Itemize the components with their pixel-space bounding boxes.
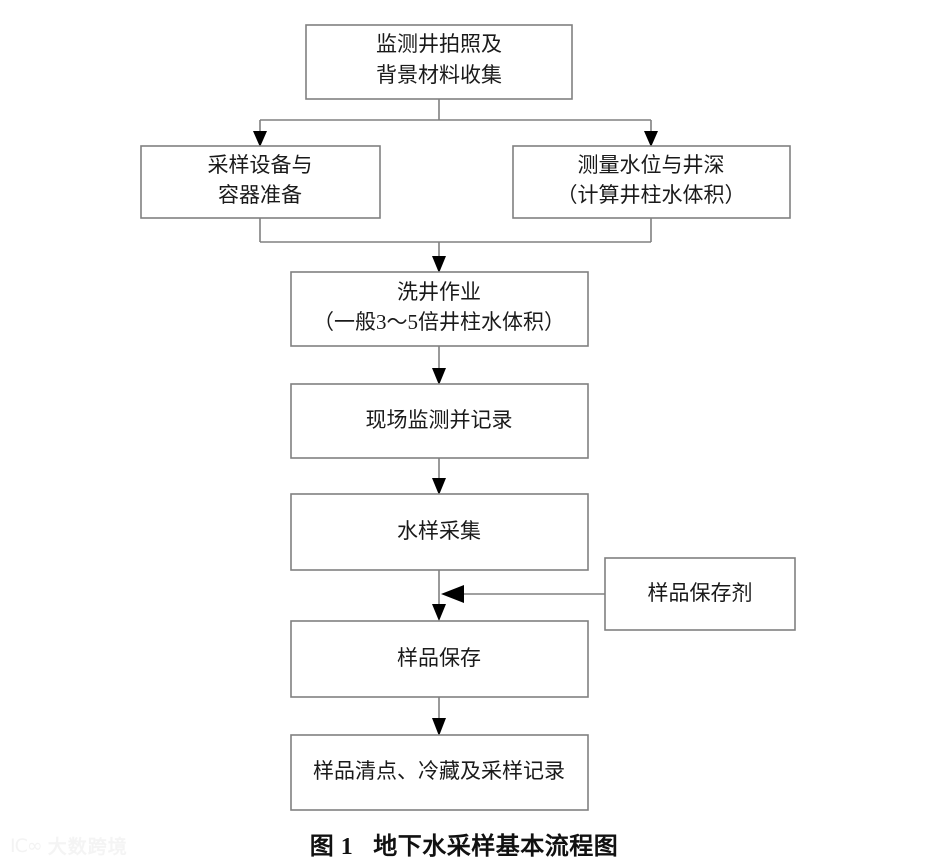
node-label-line1: 样品清点、冷藏及采样记录 bbox=[313, 759, 565, 783]
node-box bbox=[305, 24, 573, 100]
figure-caption: 图 1 地下水采样基本流程图 bbox=[0, 826, 928, 861]
node-label-line2: 背景材料收集 bbox=[376, 63, 502, 87]
arrowhead-to-n4 bbox=[432, 256, 446, 273]
node-label-line1: 水样采集 bbox=[397, 519, 481, 543]
node-label-line2: （计算井柱水体积） bbox=[557, 183, 746, 207]
node-box bbox=[290, 383, 589, 459]
node-label-line1: 样品保存剂 bbox=[648, 581, 753, 605]
node-field-monitoring-record[interactable]: 现场监测并记录 bbox=[290, 383, 589, 459]
node-box bbox=[512, 145, 791, 219]
node-box bbox=[290, 620, 589, 698]
connector-layer bbox=[253, 99, 658, 736]
arrowhead-to-n2 bbox=[253, 131, 267, 147]
arrowhead-to-n6 bbox=[432, 478, 446, 495]
node-label-line1: 现场监测并记录 bbox=[366, 408, 513, 432]
node-sample-preservative[interactable]: 样品保存剂 bbox=[604, 557, 796, 631]
node-water-sample-collection[interactable]: 水样采集 bbox=[290, 493, 589, 571]
node-sampling-equipment-prep[interactable]: 采样设备与 容器准备 bbox=[140, 145, 381, 219]
node-measure-water-level-depth[interactable]: 测量水位与井深 （计算井柱水体积） bbox=[512, 145, 791, 219]
arrowhead-to-n8 bbox=[432, 604, 446, 621]
figure-caption-label: 图 1 bbox=[309, 834, 354, 860]
node-well-purging[interactable]: 洗井作业 （一般3〜5倍井柱水体积） bbox=[290, 271, 589, 347]
node-box bbox=[604, 557, 796, 631]
arrowhead-to-n3 bbox=[644, 131, 658, 147]
node-sample-inventory-refrigeration-record[interactable]: 样品清点、冷藏及采样记录 bbox=[290, 734, 589, 811]
node-label-line1: 测量水位与井深 bbox=[578, 153, 725, 177]
node-label-line1: 监测井拍照及 bbox=[376, 32, 502, 56]
figure-caption-title: 地下水采样基本流程图 bbox=[373, 834, 619, 860]
arrowhead-to-n5 bbox=[432, 368, 446, 385]
arrowhead-to-n9 bbox=[432, 718, 446, 736]
arrowhead-preservative-left bbox=[441, 585, 464, 603]
connector-n1-split bbox=[259, 99, 652, 133]
connector-merge-to-n4 bbox=[259, 218, 652, 258]
node-label-line1: 洗井作业 bbox=[397, 280, 481, 304]
node-box bbox=[140, 145, 381, 219]
node-box bbox=[290, 734, 589, 811]
node-well-photo-and-background[interactable]: 监测井拍照及 背景材料收集 bbox=[305, 24, 573, 100]
node-label-line1: 采样设备与 bbox=[208, 153, 313, 177]
node-label-line1: 样品保存 bbox=[397, 646, 481, 670]
node-label-line2: 容器准备 bbox=[218, 183, 302, 207]
node-sample-preservation[interactable]: 样品保存 bbox=[290, 620, 589, 698]
node-label-line2: （一般3〜5倍井柱水体积） bbox=[313, 310, 565, 334]
node-box bbox=[290, 271, 589, 347]
node-box bbox=[290, 493, 589, 571]
